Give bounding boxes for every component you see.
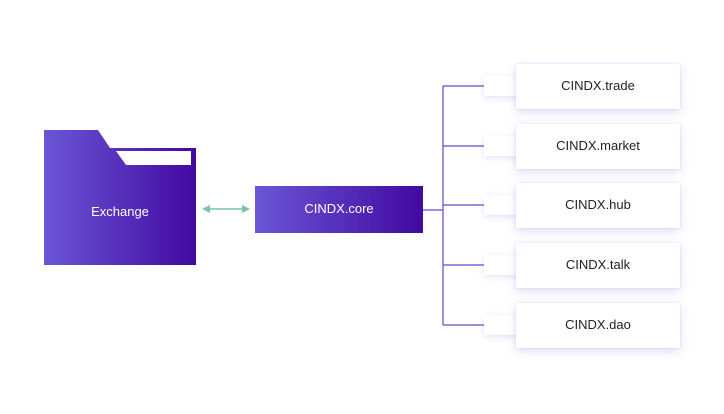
module-card-market: CINDX.market — [516, 124, 680, 169]
module-card-dao: CINDX.dao — [516, 303, 680, 348]
core-label: CINDX.core — [304, 201, 374, 216]
arrow-head-right — [242, 205, 250, 213]
folder-paper — [116, 151, 191, 165]
module-tab-trade — [484, 76, 520, 96]
module-card-talk: CINDX.talk — [516, 243, 680, 288]
module-tab-talk — [484, 255, 520, 275]
module-label-trade: CINDX.trade — [561, 78, 635, 93]
folder-body — [44, 130, 196, 265]
module-tab-market — [484, 136, 520, 156]
module-label-talk: CINDX.talk — [565, 257, 631, 272]
module-card-hub: CINDX.hub — [516, 183, 680, 228]
arrow-head-left — [202, 205, 210, 213]
module-label-dao: CINDX.dao — [565, 317, 631, 332]
exchange-label: Exchange — [91, 204, 149, 219]
module-card-trade: CINDX.trade — [516, 64, 680, 109]
module-tab-hub — [484, 195, 520, 215]
bidirectional-arrow-icon — [202, 205, 250, 213]
exchange-folder-icon — [44, 130, 196, 265]
module-label-hub: CINDX.hub — [565, 197, 631, 212]
connector-tree — [423, 85, 484, 326]
core-box — [255, 186, 423, 233]
module-label-market: CINDX.market — [556, 138, 640, 153]
module-tab-dao — [484, 315, 520, 335]
